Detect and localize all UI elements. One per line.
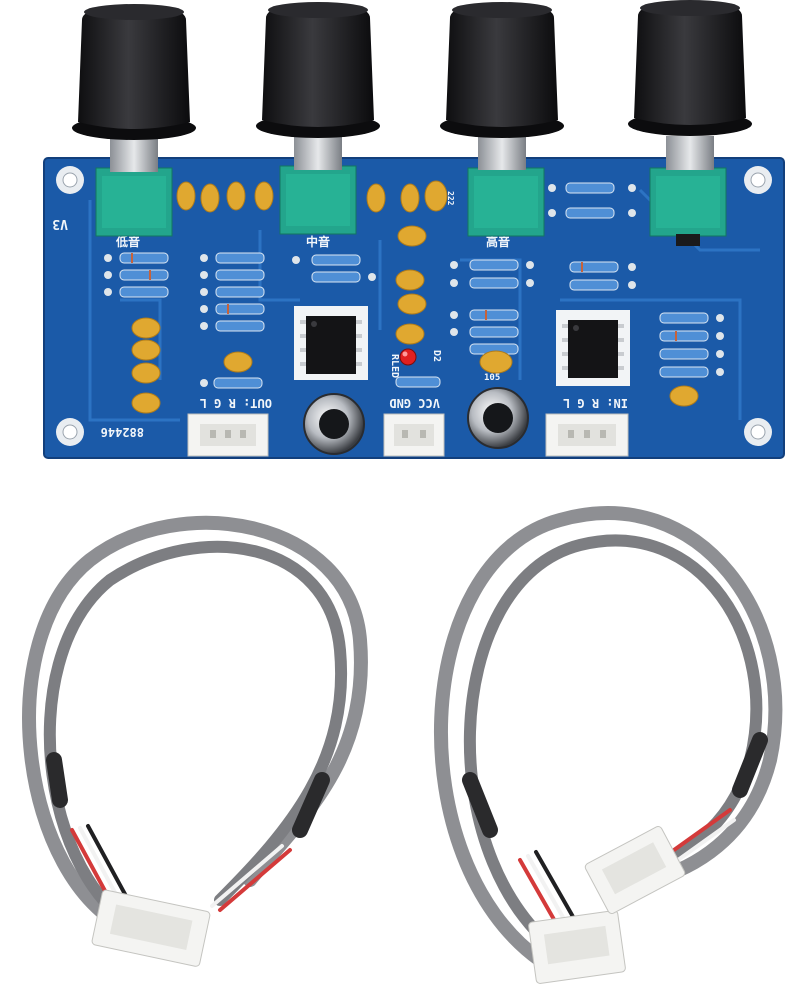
cable-connector-right-top [584, 825, 686, 915]
cable-left [22, 515, 368, 946]
bass-knob[interactable] [72, 4, 196, 172]
electrolytic-capacitor-left [303, 393, 365, 455]
red-led [399, 348, 417, 366]
mounting-hole [56, 166, 84, 194]
version-label: V3 [52, 216, 68, 231]
power-connector [383, 413, 445, 457]
led-label: RLED [389, 354, 400, 378]
op-amp-chip-right [556, 310, 630, 386]
mounting-hole [744, 418, 772, 446]
treble-knob-label: 高音 [486, 234, 510, 249]
potentiometer-middle [279, 165, 357, 235]
capacitor-array [131, 180, 699, 414]
cable-connector-right-bottom [528, 910, 626, 984]
power-connector-label: VCC GND [389, 396, 440, 410]
resistor-array [104, 182, 724, 389]
op-amp-chip-left [294, 306, 368, 380]
middle-knob-label: 中音 [306, 234, 330, 249]
middle-knob[interactable] [256, 2, 380, 170]
treble-knob[interactable] [440, 2, 564, 170]
capacitor-code-105: 105 [484, 373, 500, 383]
input-connector [545, 413, 629, 457]
serial-label: 882446 [101, 425, 144, 439]
pcb-board: V3 882446 OUT: R G L VCC GND IN: R G L R… [43, 157, 785, 459]
cable-connector-left [91, 889, 211, 967]
output-connector [187, 413, 269, 457]
volume-knob[interactable] [628, 0, 752, 170]
mounting-hole [56, 418, 84, 446]
diode-label: D2 [431, 350, 442, 362]
capacitor-code-222: 222 [446, 191, 455, 206]
cable-right [434, 506, 783, 967]
input-connector-label: IN: R G L [563, 396, 628, 410]
output-connector-label: OUT: R G L [200, 396, 272, 410]
potentiometer-bass [95, 167, 173, 237]
potentiometer-treble [467, 167, 545, 237]
mounting-hole [744, 166, 772, 194]
electrolytic-capacitor-right [467, 387, 529, 449]
bass-knob-label: 低音 [115, 234, 140, 249]
potentiometer-volume [649, 167, 727, 246]
